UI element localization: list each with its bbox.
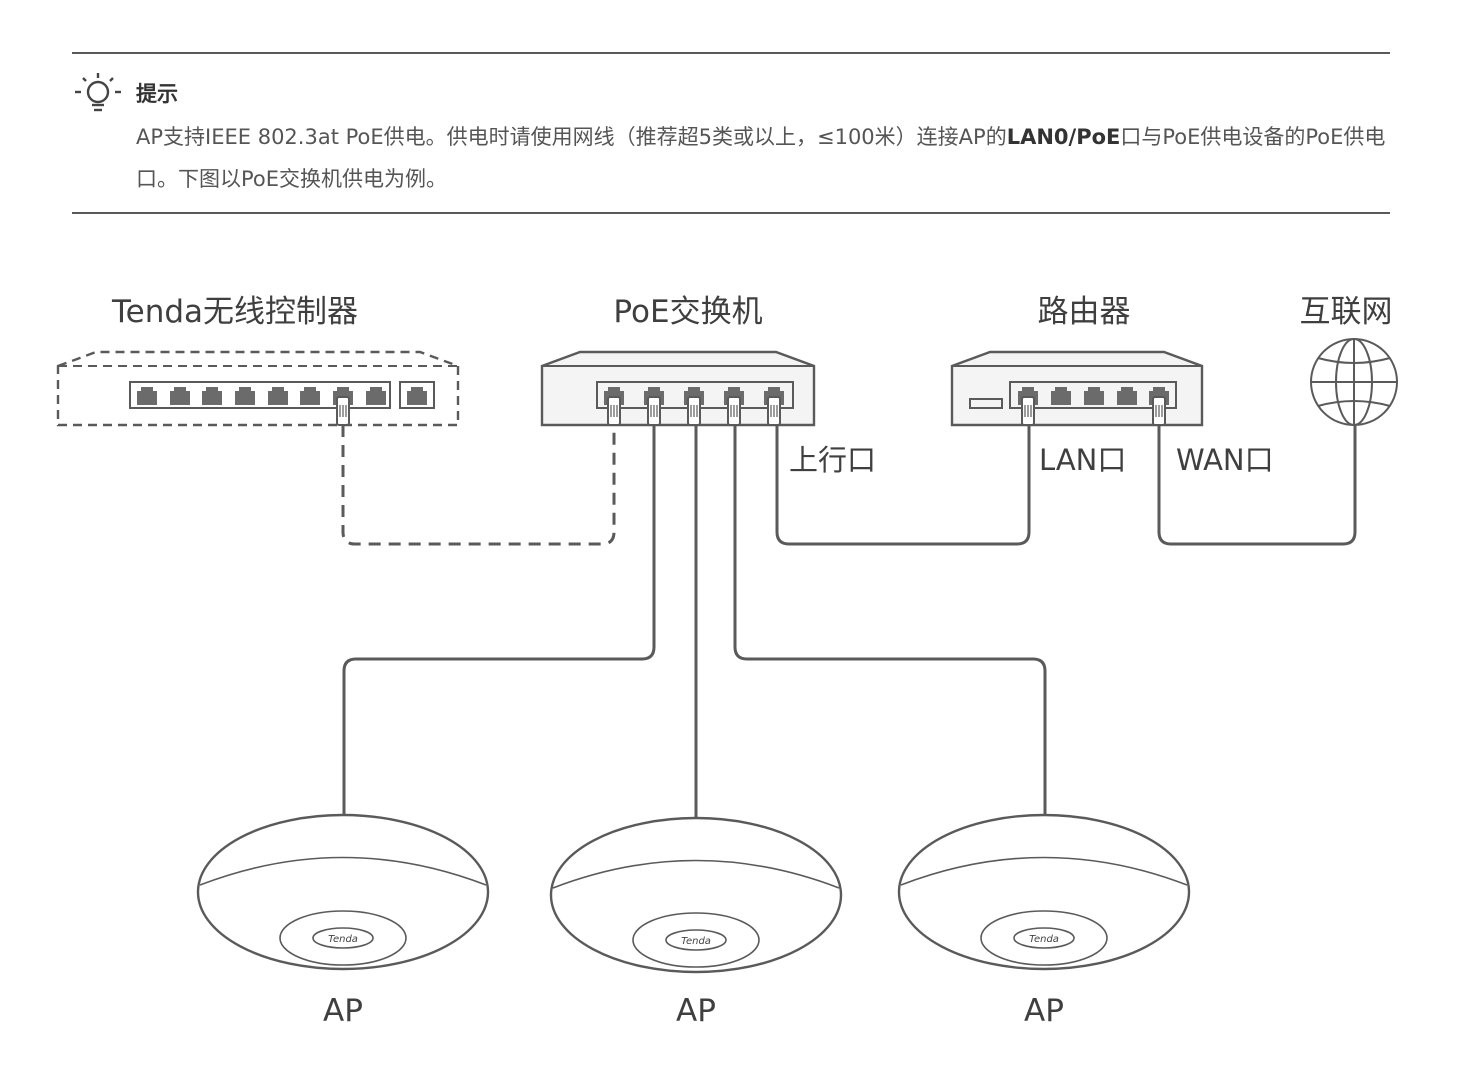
ap3-logo: Tenda (1029, 934, 1059, 945)
ap1-logo: Tenda (328, 934, 358, 945)
access-point-1: Tenda (196, 813, 490, 971)
wan-cable (1157, 425, 1357, 546)
ap3-cable (733, 425, 1047, 818)
poe-switch (540, 350, 816, 427)
internet-label: 互联网 (1300, 294, 1393, 330)
lan-port-label: LAN口 (1039, 443, 1126, 477)
tip-body: AP支持IEEE 802.3at PoE供电。供电时请使用网线（推荐超5类或以上… (136, 116, 1386, 200)
ap1-label: AP (323, 993, 363, 1029)
router (950, 350, 1204, 427)
tip-body-port-name: LAN0/PoE (1006, 125, 1121, 149)
controller-cable (341, 425, 616, 546)
wireless-controller (56, 350, 460, 427)
uplink-port-label: 上行口 (789, 443, 876, 477)
access-point-2: Tenda (549, 816, 843, 974)
top-divider (72, 52, 1390, 54)
poe-switch-label: PoE交换机 (613, 294, 762, 330)
uplink-cable (775, 425, 1031, 546)
tip-title: 提示 (136, 82, 178, 106)
cables (341, 425, 1357, 820)
tip-body-text-1: AP支持IEEE 802.3at PoE供电。供电时请使用网线（推荐超5类或以上… (136, 125, 1007, 149)
lightbulb-icon (75, 73, 121, 112)
ap2-logo: Tenda (681, 936, 711, 947)
access-point-3: Tenda (897, 813, 1191, 971)
ap3-label: AP (1024, 993, 1064, 1029)
tip-body-text-2: 口与PoE供电设备的PoE供电口。下图以PoE交换机供电为例。 (136, 125, 1386, 191)
controller-label: Tenda无线控制器 (111, 294, 358, 330)
wan-port-label: WAN口 (1176, 443, 1274, 477)
router-label: 路由器 (1038, 294, 1131, 330)
ap2-label: AP (676, 993, 716, 1029)
ap1-cable (342, 425, 656, 818)
globe-icon (1310, 338, 1398, 426)
bottom-divider (72, 212, 1390, 214)
